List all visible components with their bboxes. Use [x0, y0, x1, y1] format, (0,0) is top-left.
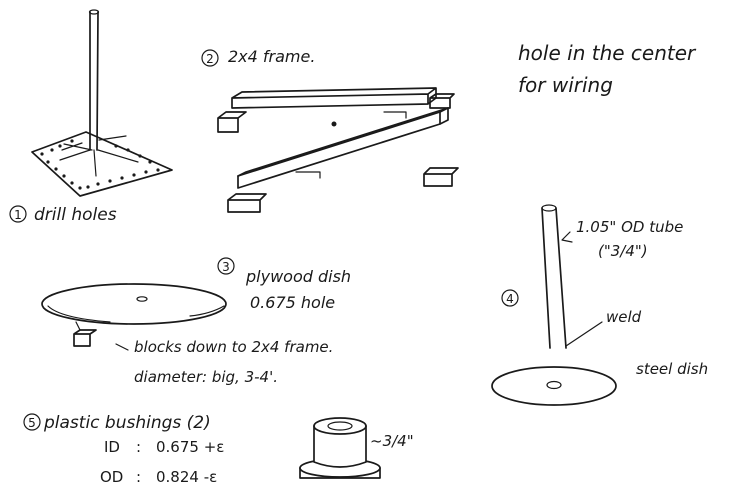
steel-tube: [541, 207, 567, 349]
step3-number: 3: [222, 260, 230, 274]
step4-number: 4: [506, 292, 514, 306]
step5-drawing: 5 plastic bushings (2) ID : 0.675 +ε OD …: [23, 413, 414, 486]
step2-label: 2x4 frame.: [228, 47, 315, 66]
step5-number-circle: [23, 413, 41, 431]
step4-drawing: 4 1.05" OD tube ("3/4") weld steel dish: [491, 204, 708, 406]
bushing-id-sep: :: [136, 438, 141, 456]
bushing-id-label: ID: [104, 438, 120, 456]
step5-number: 5: [28, 416, 36, 430]
pole-top: [88, 9, 100, 15]
dish-center-hole: [136, 296, 148, 302]
tube-arrow: [561, 231, 573, 243]
block-front: [227, 193, 267, 213]
dish-edge: [47, 305, 225, 323]
support-block: [73, 329, 97, 347]
frame-beam-a: [231, 87, 437, 109]
bushing-od-label: OD: [100, 468, 123, 486]
plywood-dish: [41, 283, 227, 325]
wiring-note-line1: hole in the center: [518, 41, 697, 65]
frame-beam-b-top: [237, 107, 449, 177]
block-back: [429, 93, 455, 109]
step3-number-circle: [217, 257, 235, 275]
step1-label: drill holes: [34, 205, 117, 225]
base-braces: [59, 135, 139, 177]
base-plate: [31, 131, 173, 197]
frame-beam-b: [237, 111, 441, 189]
wiring-note-line2: for wiring: [518, 73, 613, 97]
bushing-body: [313, 425, 367, 468]
step2-number: 2: [206, 52, 214, 66]
pole-tube: [89, 11, 99, 151]
tube-label-line2: ("3/4"): [598, 242, 648, 260]
bushing-top: [313, 417, 367, 435]
step1-drawing: 1 drill holes: [9, 9, 173, 225]
frame-shadows: [295, 111, 407, 179]
block-right: [423, 167, 459, 187]
steel-dish-label: steel dish: [636, 360, 708, 378]
tube-top: [541, 204, 557, 212]
step3-line2: 0.675 hole: [250, 293, 335, 312]
note-dash: [115, 343, 129, 351]
step2-drawing: 2 2x4 frame.: [201, 47, 459, 213]
block-left: [217, 111, 247, 133]
step3-note1: blocks down to 2x4 frame.: [134, 338, 333, 356]
drill-holes: [40, 139, 160, 190]
bushing-id-value: 0.675 +ε: [156, 438, 224, 456]
bushing-bore: [327, 421, 353, 431]
weld-leader: [565, 321, 603, 347]
step1-number: 1: [14, 208, 22, 222]
steel-dish-hole: [546, 380, 562, 390]
bushing-od-sep: :: [136, 468, 141, 486]
step2-number-circle: [201, 49, 219, 67]
bushing-title: plastic bushings (2): [43, 413, 211, 433]
bushing-height-label: ~3/4": [370, 432, 414, 450]
bushing-flange-side: [299, 467, 381, 479]
block-connector: [75, 321, 81, 331]
frame-center-hole: [331, 121, 337, 127]
step3-note2: diameter: big, 3-4'.: [134, 368, 278, 386]
step4-number-circle: [501, 289, 519, 307]
step1-number-circle: [9, 205, 27, 223]
tube-label-line1: 1.05" OD tube: [576, 218, 683, 236]
bushing-od-value: 0.824 -ε: [156, 468, 217, 486]
steel-dish: [491, 366, 617, 406]
weld-label: weld: [606, 308, 642, 326]
step3-line1: plywood dish: [245, 267, 351, 286]
step3-drawing: 3 plywood dish 0.675 hole blocks down to…: [41, 257, 351, 386]
